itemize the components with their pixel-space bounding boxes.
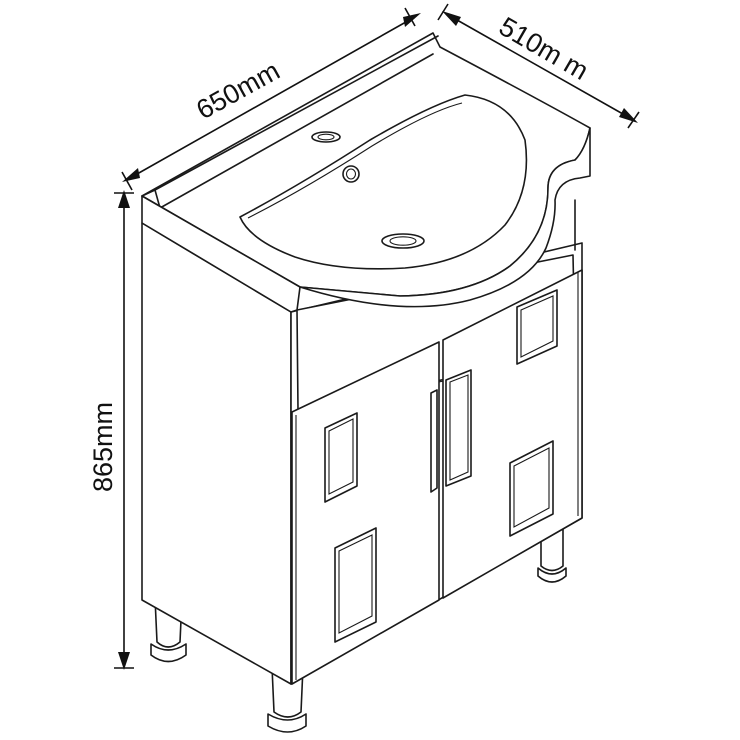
door-handle-right bbox=[445, 369, 472, 487]
basin-top bbox=[141, 32, 591, 313]
door-handle-left bbox=[430, 389, 438, 493]
width-label: 650mm bbox=[191, 55, 284, 125]
dimension-height bbox=[114, 190, 134, 670]
dimension-width bbox=[121, 7, 421, 191]
height-label: 865mm bbox=[88, 402, 118, 492]
door-inset-panels bbox=[324, 289, 558, 643]
dimension-depth bbox=[437, 3, 640, 129]
